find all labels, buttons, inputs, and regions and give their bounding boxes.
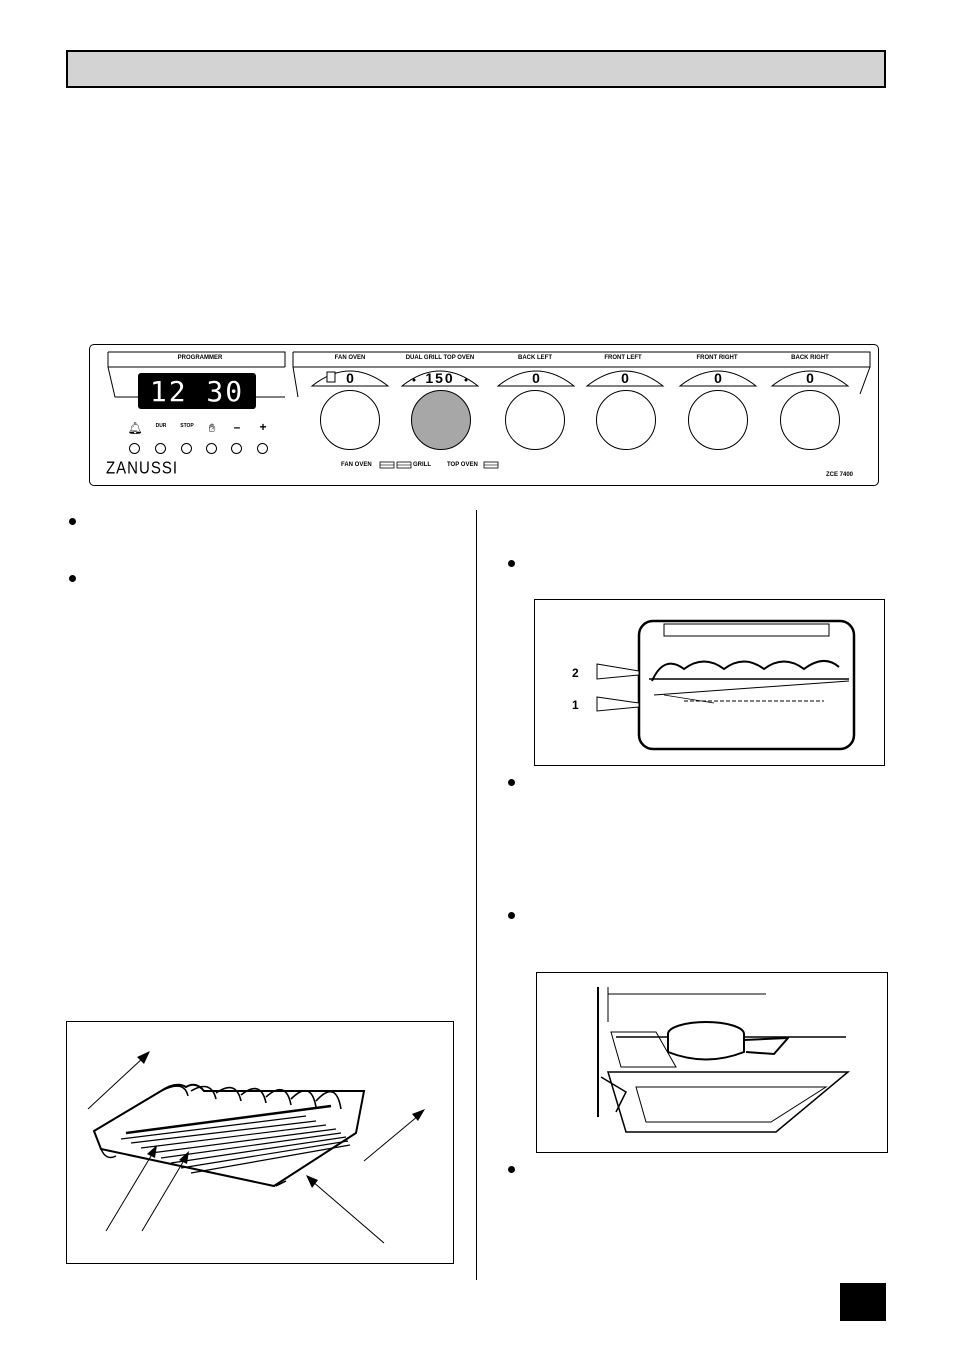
knob-label-front-left: FRONT LEFT [604,355,642,361]
programmer-label: PROGRAMMER [177,355,223,361]
brand-logo: ZANUSSI [106,458,179,479]
indicator-lights [379,461,499,469]
minus-icon: – [233,420,241,434]
knob-label-front-right: FRONT RIGHT [696,355,738,361]
knob-scale-arcs [310,370,850,387]
section-header-bar [66,50,886,88]
knob-value-fan-oven: 0 [346,370,354,386]
hand-icon: ✋︎ [208,421,216,435]
model-number: ZCE 7400 [826,472,854,478]
shelf-position-drawing [596,619,856,751]
bullet-point [508,1166,515,1173]
clock-display-text: 12 30 [149,375,245,408]
front-left-knob[interactable] [596,390,656,450]
stop-icon: STOP [180,423,194,429]
knob-label-back-right: BACK RIGHT [791,355,829,361]
shelf-position-label: 1 [572,698,579,712]
bullet-point [69,518,76,525]
shelf-position-label: 2 [572,666,579,680]
knob-value-grill-top-oven: 150 [425,370,455,386]
shelf-position-figure [534,599,885,766]
page-number-box [840,1283,886,1321]
indicator-top-oven: TOP OVEN [447,462,478,468]
knob-value-back-left: 0 [532,370,540,386]
stop-button[interactable] [181,443,192,454]
back-left-knob[interactable] [505,390,565,450]
knob-value-front-left: 0 [621,370,629,386]
grill-rack-drawing [87,1051,425,1244]
bell-icon: 🔔︎ [127,421,143,435]
bullet-point [508,779,515,786]
indicator-fan-oven: FAN OVEN [341,462,372,468]
oven-dish-drawing [597,987,851,1133]
bullet-point [508,912,515,919]
fan-oven-knob[interactable] [320,390,380,450]
bell-button[interactable] [129,443,140,454]
control-panel-illustration [89,344,879,486]
manual-button[interactable] [206,443,217,454]
oven-dish-figure [536,972,888,1153]
knob-label-grill-top-oven: DUAL GRILL TOP OVEN [405,355,475,361]
knob-value-front-right: 0 [714,370,722,386]
grill-top-oven-knob[interactable] [411,390,471,450]
back-right-knob[interactable] [780,390,840,450]
bullet-point [69,575,76,582]
column-divider [476,510,477,1280]
minus-button[interactable] [231,443,242,454]
grill-rack-figure [66,1021,454,1264]
bullet-point [508,560,515,567]
dur-button[interactable] [155,443,166,454]
indicator-grill: GRILL [413,462,431,468]
front-right-knob[interactable] [688,390,748,450]
knob-value-back-right: 0 [806,370,814,386]
plus-button[interactable] [257,443,268,454]
plus-icon: + [259,420,267,434]
clock-display: 12 30 [138,373,256,409]
knob-label-fan-oven: FAN OVEN [334,355,366,361]
dur-icon: DUR [155,423,167,429]
knob-frame [292,351,871,398]
knob-label-back-left: BACK LEFT [518,355,552,361]
